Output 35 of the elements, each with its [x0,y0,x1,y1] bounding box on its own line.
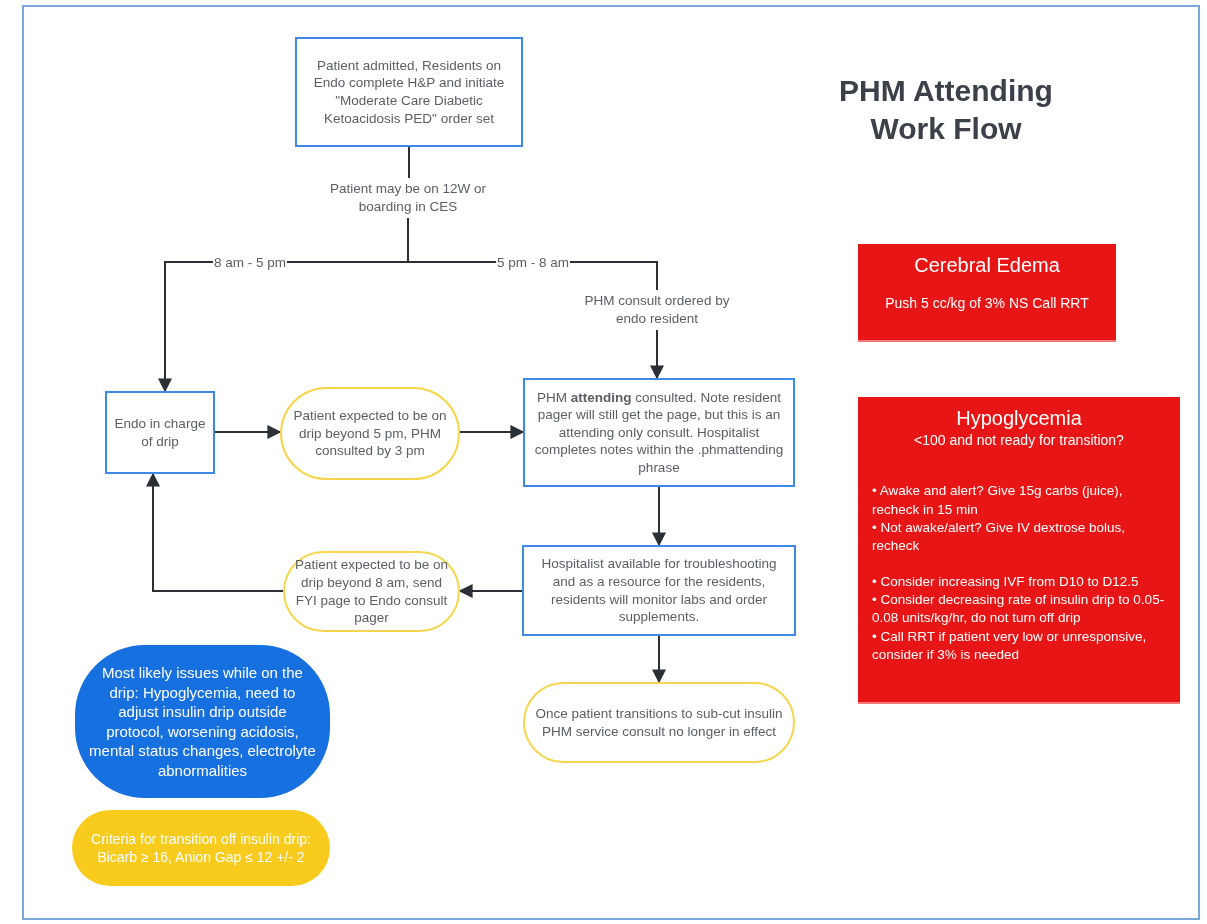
flow-note: PHM consult ordered by endo resident [583,292,731,328]
box-text: Patient expected to be on drip beyond 8 am, send FYI page to Endo consult pager [293,556,450,627]
box-text: Patient expected to be on drip beyond 5 pm, PHM consulted by 3 pm [292,407,448,460]
bullet-text: • Consider decreasing rate of insulin drip to 0.05-0.08 units/kg/hr, do not turn off drip [872,591,1166,628]
arrow [652,635,666,684]
box-text: <100 and not ready for transition? [914,431,1124,450]
panel-heading: Cerebral Edema [914,253,1060,278]
box-text: PHM attending consulted. Note resident pager will still get the page, but this is an attending only consult. Hospitalist completes notes within the .phmattending phrase [533,388,785,477]
box-text: Push 5 cc/kg of 3% NS Call RRT [885,294,1089,313]
panel-heading: Hypoglycemia [956,406,1082,431]
process-box [522,545,796,636]
alert-panel [858,397,1180,704]
arrow [652,486,666,547]
arrow [650,329,664,380]
process-box [295,37,523,147]
diagram-title: PHM Attending Work Flow [838,73,1054,148]
bullet-text: • Consider increasing IVF from D10 to D12.5 [872,572,1140,591]
flow-note: Patient may be on 12W or boarding in CES [328,180,488,216]
alert-panel [858,244,1116,342]
bullet-text: • Awake and alert? Give 15g carbs (juice), recheck in 15 min [872,482,1124,519]
arrow [214,425,282,439]
process-box [523,378,795,487]
arrow [459,425,525,439]
arrow [458,584,523,598]
box-text: Most likely issues while on the drip: Hypoglycemia, need to adjust insulin drip outside protocol, worsening acidosis, mental status changes, electrolyte abnormalities [89,663,316,780]
box-text: Patient admitted, Residents on Endo complete H&P and initiate "Moderate Care Diabetic Ketoacidosis PED" order set [312,56,506,128]
bullet-text: • Call RRT if patient very low or unresponsive, consider if 3% is needed [872,627,1148,665]
box-text: Criteria for transition off insulin drip: Bicarb ≥ 16, Anion Gap ≤ 12 +/- 2 [90,829,312,867]
bullet-text: • Not awake/alert? Give IV dextrose bolus, recheck [872,518,1127,556]
box-text: Endo in charge of drip [113,414,207,451]
box-text: Once patient transitions to sub-cut insulin PHM service consult no longer in effect [534,704,784,741]
box-text: Hospitalist available for troubleshooting and as a resource for the residents, residents will monitor labs and order supplements. [540,555,778,626]
arrow [146,472,284,592]
process-box [105,391,215,474]
connector-line [408,146,410,179]
